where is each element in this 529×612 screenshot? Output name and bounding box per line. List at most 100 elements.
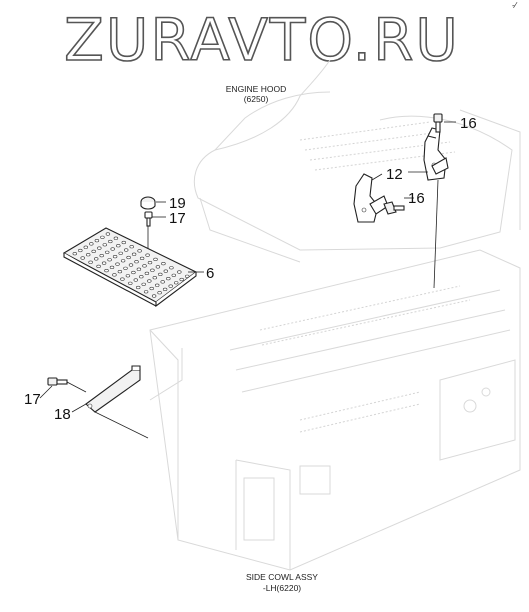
plate-hole — [78, 248, 83, 253]
plate-hole — [163, 269, 169, 273]
hood-latch-assembly — [353, 113, 449, 289]
plate-hole — [136, 267, 142, 271]
plate-hole — [174, 281, 179, 285]
plate-hole — [112, 255, 118, 259]
plate-hole — [152, 276, 158, 280]
step-plate — [62, 227, 198, 308]
plate-hole — [94, 239, 100, 243]
plate-hole — [89, 242, 94, 246]
plate-hole — [109, 265, 115, 270]
plate-hole — [134, 260, 139, 264]
plate-hole — [129, 245, 134, 249]
engine-hood-caption: ENGINE HOOD (6250) — [226, 84, 286, 104]
plate-hole — [147, 279, 152, 283]
plate-hole — [125, 274, 131, 278]
plate-hole — [141, 282, 146, 286]
plate-hole — [139, 256, 145, 261]
plate-hole — [100, 235, 105, 239]
callout-16-mid: 16 — [408, 190, 425, 207]
plate-hole — [83, 245, 89, 249]
plate-hole — [157, 291, 162, 295]
plate-hole — [177, 270, 182, 274]
plate-hole — [113, 236, 119, 240]
plate-hole — [110, 247, 115, 251]
engine-hood-outline — [193, 59, 521, 263]
side-cowl-outline — [149, 249, 521, 571]
plate-hole — [145, 253, 150, 257]
plate-hole — [105, 232, 111, 236]
plate-hole — [120, 259, 126, 263]
plate-hole — [168, 284, 173, 288]
plate-hole — [101, 261, 107, 265]
callout-17-left: 17 — [24, 391, 41, 408]
plate-hole — [126, 255, 131, 260]
engine-hood-code: (6250) — [244, 94, 269, 104]
plate-hole — [128, 281, 133, 285]
plate-hole — [93, 257, 99, 261]
plate-hole — [142, 264, 147, 268]
plate-hole — [85, 253, 91, 257]
plate-hole — [185, 274, 190, 278]
plate-hole — [137, 249, 142, 253]
plate-hole — [102, 243, 108, 247]
plate-hole — [160, 280, 165, 284]
plate-hole — [150, 268, 155, 272]
callout-19: 19 — [169, 195, 186, 212]
callout-16-top: 16 — [460, 115, 477, 132]
plate-hole — [155, 265, 161, 269]
callout-18: 18 — [54, 406, 71, 423]
plate-hole — [121, 240, 127, 245]
rubber-stop-and-screw — [140, 196, 156, 284]
callout-12: 12 — [386, 166, 403, 183]
side-cowl-code: -LH(6220) — [263, 583, 301, 593]
plate-hole — [107, 258, 112, 262]
plate-hole — [112, 273, 117, 277]
plate-hole — [153, 257, 158, 262]
plate-hole — [151, 294, 157, 298]
plate-hole — [108, 239, 113, 244]
plate-hole — [118, 251, 123, 255]
callout-leaders — [39, 121, 456, 413]
plate-hole — [128, 263, 134, 267]
plate-hole — [116, 244, 121, 248]
step-plate-holes — [72, 232, 190, 298]
plate-hole — [104, 269, 109, 273]
plate-hole — [117, 270, 123, 274]
plate-hole — [136, 285, 141, 290]
plate-hole — [162, 287, 168, 292]
plate-hole — [131, 270, 136, 275]
plate-hole — [143, 290, 149, 294]
callout-6: 6 — [206, 265, 214, 282]
plate-hole — [104, 250, 110, 254]
plate-hole — [115, 262, 120, 266]
plate-hole — [97, 246, 102, 250]
plate-hole — [155, 283, 160, 287]
plate-hole — [171, 273, 177, 277]
callout-17-top: 17 — [169, 210, 186, 227]
plate-hole — [96, 264, 101, 269]
watermark-text: ZURAVTO.RU — [64, 6, 460, 74]
corner-mark: ‐∕ — [512, 0, 518, 10]
plate-hole — [169, 266, 174, 270]
engine-hood-name: ENGINE HOOD — [226, 84, 286, 94]
plate-hole — [72, 252, 78, 256]
plate-hole — [123, 266, 128, 270]
plate-hole — [99, 254, 104, 258]
plate-hole — [144, 271, 150, 276]
plate-hole — [123, 248, 129, 252]
plate-hole — [161, 262, 166, 266]
plate-hole — [88, 260, 93, 264]
plate-hole — [133, 278, 139, 282]
plate-hole — [80, 256, 85, 260]
side-cowl-name: SIDE COWL ASSY — [246, 572, 318, 582]
plate-hole — [91, 249, 96, 253]
plate-hole — [139, 275, 144, 279]
plate-hole — [120, 277, 125, 281]
plate-hole — [149, 286, 154, 291]
plate-hole — [166, 277, 171, 281]
plate-hole — [147, 261, 153, 265]
plate-hole — [179, 277, 184, 282]
cowl-bracket — [47, 365, 149, 439]
side-cowl-caption: SIDE COWL ASSY -LH(6220) — [246, 572, 318, 593]
